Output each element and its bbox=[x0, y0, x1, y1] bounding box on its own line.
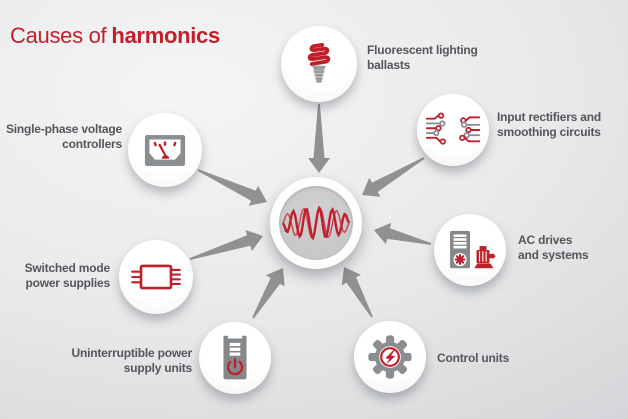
node-ac-drives bbox=[434, 214, 506, 286]
chip-pins-icon bbox=[131, 264, 181, 290]
label-voltage-controllers: Single-phase voltage controllers bbox=[5, 122, 122, 152]
title-prefix: Causes of bbox=[10, 22, 107, 48]
arrow-from-smps bbox=[189, 230, 263, 260]
node-ups bbox=[199, 322, 271, 394]
circuit-traces-icon bbox=[426, 112, 480, 145]
ups-tower-icon bbox=[223, 335, 247, 380]
node-fluorescent-lighting-ballasts bbox=[281, 26, 357, 102]
title-highlight: harmonics bbox=[111, 22, 220, 48]
analog-meter-icon bbox=[144, 134, 186, 166]
label-input-rectifiers: Input rectifiers and smoothing circuits bbox=[497, 110, 602, 140]
arrow-from-fluorescent bbox=[308, 104, 330, 173]
node-voltage-controllers bbox=[128, 113, 202, 187]
hub-inner-circle bbox=[279, 186, 353, 260]
node-input-rectifiers bbox=[417, 94, 489, 166]
arrow-from-voltage-controllers bbox=[197, 169, 267, 206]
label-control-units: Control units bbox=[437, 351, 510, 365]
label-smps: Switched mode power supplies bbox=[24, 261, 111, 291]
hub-circle bbox=[270, 177, 362, 269]
sine-wave-2 bbox=[282, 207, 350, 239]
arrow-from-rectifiers bbox=[362, 157, 425, 197]
sine-waves-icon bbox=[281, 205, 351, 241]
ac-drive-motor-icon bbox=[450, 230, 496, 269]
cfl-bulb-icon bbox=[307, 42, 331, 83]
node-smps bbox=[119, 240, 193, 314]
gear-lightning-icon bbox=[368, 335, 412, 379]
node-control-units bbox=[354, 321, 426, 393]
label-ups: Uninterruptible power supply units bbox=[71, 346, 193, 376]
arrow-from-ups bbox=[252, 268, 285, 319]
label-ac-drives: AC drives and systems bbox=[518, 233, 589, 263]
label-fluorescent-lighting-ballasts: Fluorescent lighting ballasts bbox=[367, 43, 478, 73]
arrow-from-ac-drives bbox=[374, 222, 432, 245]
arrow-from-control-units bbox=[341, 267, 373, 318]
